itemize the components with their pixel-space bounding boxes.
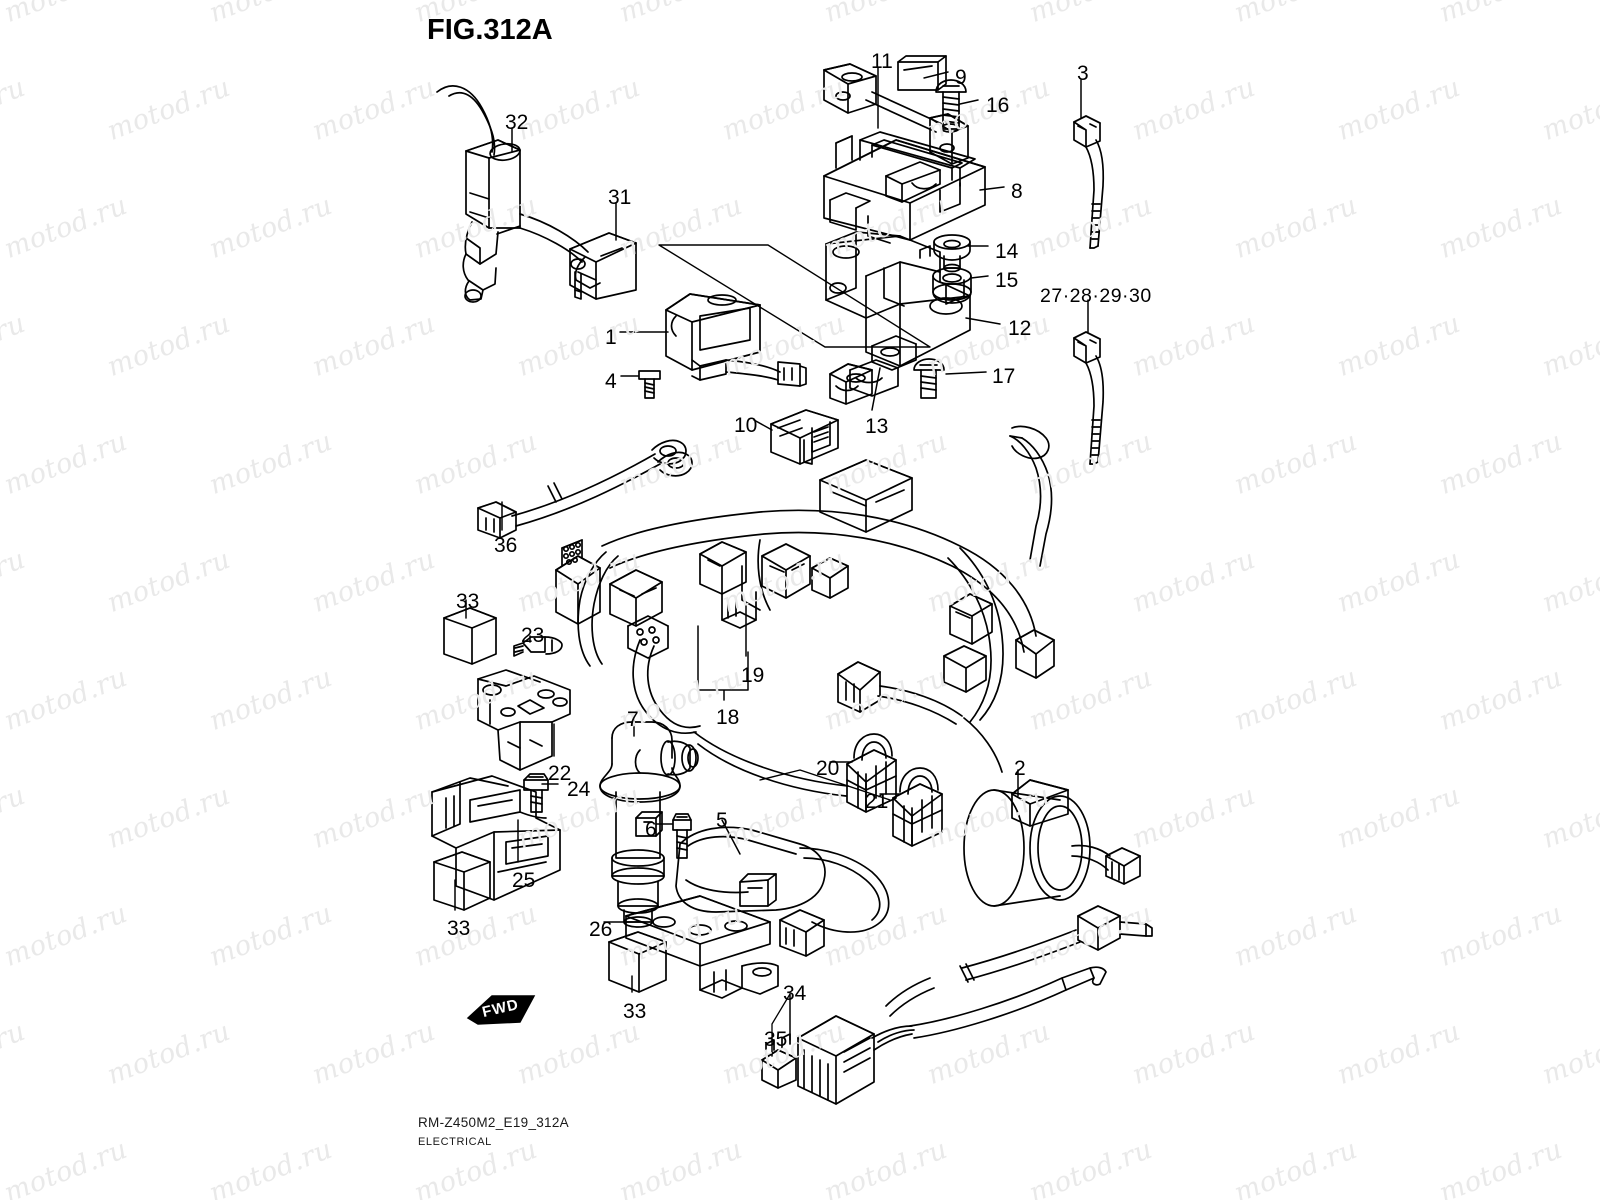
part-20-fuse [846, 733, 897, 813]
part-lead-bottom-right [885, 905, 1153, 1017]
callout-25: 25 [512, 869, 536, 892]
part-21-fuse [892, 767, 943, 847]
callout-1: 1 [605, 326, 617, 349]
part-2-coil-assy [963, 779, 1141, 907]
callout-15: 15 [995, 269, 1019, 292]
part-33-pad-a [443, 607, 497, 665]
part-9-plate [897, 55, 947, 91]
callout-22: 22 [548, 762, 572, 785]
part-7-plugcap [599, 721, 699, 928]
callout-33: 33 [447, 917, 471, 940]
callout-35: 35 [764, 1028, 788, 1051]
footer-code: RM-Z450M2_E19_312A [418, 1115, 569, 1130]
part-24-bolt [523, 773, 549, 813]
part-27-30-tiewrap [1073, 331, 1105, 465]
part-3-tiewrap [1073, 115, 1105, 249]
footer-section: ELECTRICAL [418, 1136, 492, 1148]
part-15-grommet [932, 267, 972, 304]
callout-23: 23 [521, 624, 545, 647]
callout-16: 16 [986, 94, 1010, 117]
callout-13: 13 [865, 415, 889, 438]
part-13-terminal [829, 363, 873, 405]
callout-33: 33 [623, 1000, 647, 1023]
callout-20: 20 [816, 757, 840, 780]
page-title: FIG.312A [427, 14, 553, 46]
callout-21: 21 [865, 790, 889, 813]
callout-11: 11 [871, 50, 893, 73]
part-31-stop-switch [569, 232, 637, 300]
part-34-coupler [797, 966, 1107, 1105]
part-22-bracket [477, 669, 571, 771]
part-26-clamp [625, 895, 779, 999]
part-18-harness [555, 425, 1055, 797]
callout-6: 6 [645, 818, 657, 841]
callout-36: 36 [494, 534, 518, 557]
callout-31: 31 [608, 186, 632, 209]
callout-7: 7 [627, 708, 639, 731]
callout-26: 26 [589, 918, 613, 941]
callout-12: 12 [1008, 317, 1032, 340]
part-5-coil [635, 769, 891, 957]
callout-34: 34 [783, 982, 807, 1005]
part-25-holder [431, 775, 561, 901]
callout-10: 10 [734, 414, 758, 437]
callout-19: 19 [741, 664, 765, 687]
callout-18: 18 [716, 706, 740, 729]
part-6-screw [672, 813, 692, 859]
callout-33: 33 [456, 590, 480, 613]
callout-4: 4 [605, 370, 617, 393]
leader-lines [454, 67, 1089, 1057]
callout-17: 17 [992, 365, 1016, 388]
fwd-direction-marker [466, 995, 536, 1025]
callout-2: 2 [1014, 757, 1026, 780]
part-8-ecu [823, 131, 986, 244]
callout-27-28-29-30: 27·28·29·30 [1040, 285, 1152, 307]
callout-24: 24 [567, 778, 591, 801]
part-19-connector [741, 565, 761, 611]
part-17-screw [913, 358, 945, 399]
part-4-bolt [638, 370, 661, 399]
callout-9: 9 [955, 66, 967, 89]
callout-3: 3 [1077, 62, 1089, 85]
callout-8: 8 [1011, 180, 1023, 203]
part-1-regulator [658, 244, 931, 387]
part-36-lead [477, 439, 693, 539]
part-12-bracket [825, 231, 971, 397]
callout-5: 5 [716, 809, 728, 832]
part-16-screw [935, 79, 967, 130]
part-10-relay [770, 409, 839, 465]
callout-32: 32 [505, 111, 529, 134]
callout-14: 14 [995, 240, 1019, 263]
fwd-label: FWD [480, 996, 521, 1021]
